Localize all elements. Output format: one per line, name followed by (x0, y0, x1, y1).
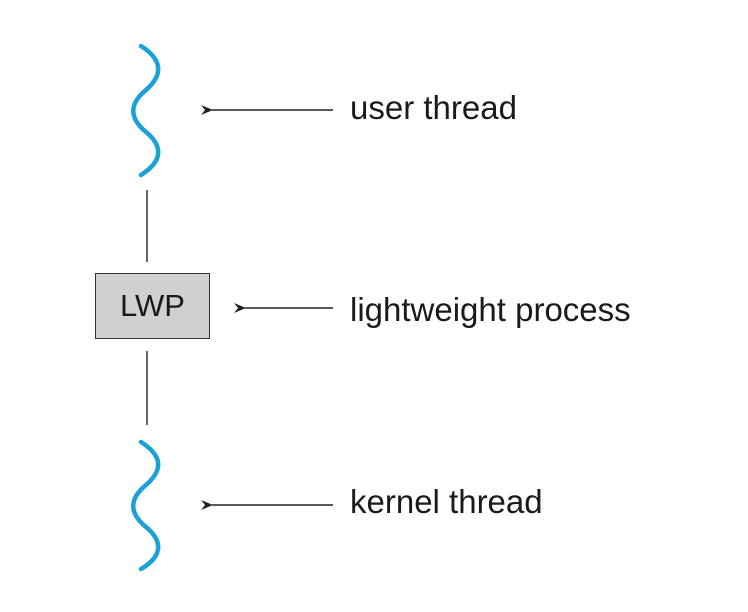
lwp-box-fill (95, 273, 210, 339)
kernel-thread-squiggle (131, 439, 161, 572)
label-kernel-thread: kernel thread (350, 483, 543, 520)
label-user-thread: user thread (350, 89, 517, 126)
lwp-box-label: LWP (120, 288, 185, 323)
user-thread-squiggle (131, 43, 161, 178)
lwp-box: LWP (95, 273, 210, 339)
label-lightweight-process: lightweight process (350, 291, 631, 328)
